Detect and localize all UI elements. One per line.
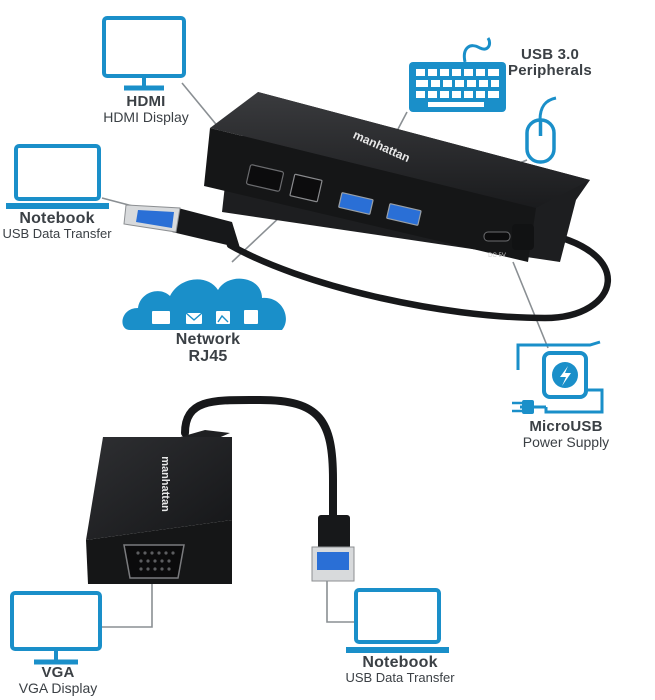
- notebook-bottom-label: Notebook USB Data Transfer: [338, 654, 462, 685]
- hdmi-port: [245, 164, 285, 192]
- leader-line-vga: [102, 569, 153, 628]
- hdmi-label: HDMI HDMI Display: [98, 93, 194, 126]
- vga-adapter: manhattan: [86, 395, 337, 584]
- network-label: Network RJ45: [160, 331, 256, 366]
- usb3-label-sub: Peripherals: [508, 62, 592, 80]
- dc-port: [483, 231, 511, 242]
- keyboard-icon: [409, 37, 506, 112]
- microusb-label: MicroUSB Power Supply: [508, 418, 624, 451]
- vga-port: [123, 544, 185, 579]
- mouse-icon: [525, 96, 557, 164]
- rj45-port: [289, 173, 323, 203]
- hdmi-label-title: HDMI: [126, 93, 166, 110]
- hdmi-monitor-icon: [102, 16, 186, 91]
- notebook-top-label-title: Notebook: [19, 210, 95, 227]
- laptop-icon-bottom: [346, 588, 449, 653]
- hdmi-label-sub: HDMI Display: [103, 109, 189, 126]
- hub-strain-relief: [512, 224, 534, 250]
- dc-port-label: DC 5V: [488, 253, 506, 259]
- adapter-top-face: [86, 437, 232, 540]
- adapter-cable: [181, 395, 337, 522]
- network-label-sub: RJ45: [188, 348, 228, 366]
- usb-hub: manhattan DC 5V: [204, 92, 611, 322]
- cloud-icon: [122, 278, 286, 330]
- microusb-label-title: MicroUSB: [529, 418, 603, 435]
- usb3-port-1: [338, 192, 374, 215]
- vga-label: VGA VGA Display: [6, 664, 110, 697]
- microusb-label-sub: Power Supply: [522, 434, 610, 451]
- power-supply-icon: [512, 340, 604, 414]
- notebook-top-label-sub: USB Data Transfer: [2, 226, 112, 242]
- vga-monitor-icon: [10, 591, 102, 665]
- vga-label-sub: VGA Display: [18, 680, 98, 697]
- hub-top-face: [210, 92, 590, 208]
- usb-plug-top: [123, 204, 240, 248]
- hub-front-face: [204, 128, 536, 262]
- usb-plug-bottom: [311, 515, 355, 582]
- notebook-top-label: Notebook USB Data Transfer: [0, 210, 114, 241]
- vga-label-title: VGA: [41, 664, 75, 681]
- leader-line-power: [512, 261, 549, 349]
- notebook-bottom-label-title: Notebook: [362, 654, 438, 671]
- laptop-icon-top: [6, 144, 109, 209]
- hub-cable: [226, 228, 611, 322]
- usb3-label-title: USB 3.0: [520, 46, 580, 63]
- notebook-bottom-label-sub: USB Data Transfer: [345, 670, 455, 686]
- network-label-title: Network: [175, 331, 241, 348]
- usb3-label: USB 3.0 Peripherals: [494, 46, 606, 80]
- adapter-brand-logo: manhattan: [159, 456, 171, 512]
- leader-line-notebook-bottom: [326, 575, 356, 623]
- usb3-port-2: [386, 203, 422, 226]
